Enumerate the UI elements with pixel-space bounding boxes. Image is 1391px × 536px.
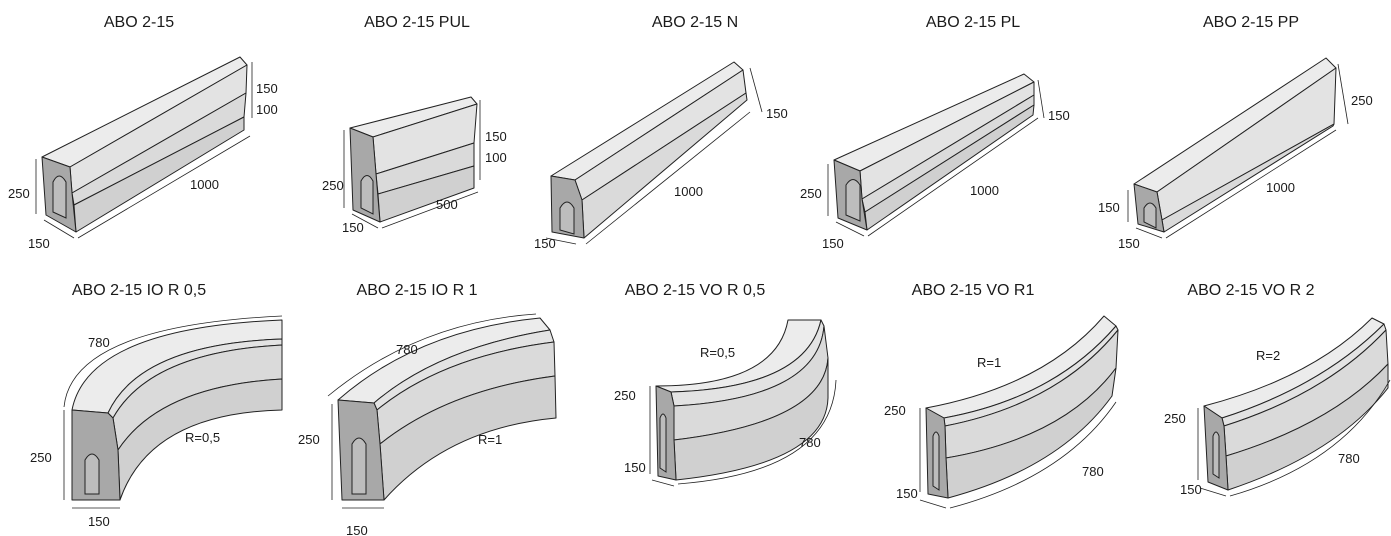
dim-radius: R=1 xyxy=(977,355,1001,370)
straight-curb-drawing: 150 100 1000 250 150 xyxy=(8,56,278,251)
dim-height-lower: 100 xyxy=(485,150,507,165)
dim-arc-length: 780 xyxy=(1338,451,1360,466)
product-title: ABO 2-15 IO R 1 xyxy=(356,282,478,299)
dim-arc-length: 780 xyxy=(88,335,110,350)
product-abo-2-15-n: ABO 2-15 N 150 1000 150 xyxy=(534,0,834,268)
dim-length: 1000 xyxy=(1266,180,1295,195)
outer-curve-r1-curb-drawing: R=1 250 150 780 xyxy=(884,315,1119,509)
dim-width: 150 xyxy=(1180,482,1202,497)
dim-height: 250 xyxy=(322,178,344,193)
dim-height-upper: 150 xyxy=(485,129,507,144)
low-curb-drawing: 150 1000 150 xyxy=(534,61,788,251)
product-abo-2-15-pp: ABO 2-15 PP 250 1000 150 150 xyxy=(1098,0,1390,268)
product-title: ABO 2-15 VO R1 xyxy=(911,282,1035,299)
dim-width: 150 xyxy=(822,236,844,251)
dim-height-end: 250 xyxy=(1351,93,1373,108)
product-title: ABO 2-15 VO R 2 xyxy=(1187,282,1315,299)
transition-curb-drawing: 150 1000 250 150 xyxy=(800,73,1070,251)
product-title: ABO 2-15 VO R 0,5 xyxy=(624,282,766,299)
dim-height: 150 xyxy=(766,106,788,121)
product-title: ABO 2-15 PP xyxy=(1202,14,1300,31)
dim-width: 150 xyxy=(28,236,50,251)
product-title: ABO 2-15 xyxy=(103,14,175,31)
transition-curb-pp-drawing: 250 1000 150 150 xyxy=(1098,57,1373,251)
dim-length: 1000 xyxy=(970,183,999,198)
dim-width: 150 xyxy=(896,486,918,501)
dim-height-end: 250 xyxy=(800,186,822,201)
dim-height: 250 xyxy=(8,186,30,201)
dim-arc-length: 780 xyxy=(396,342,418,357)
dim-width: 150 xyxy=(346,523,368,536)
dim-width: 150 xyxy=(1118,236,1140,251)
product-title: ABO 2-15 IO R 0,5 xyxy=(71,282,207,299)
outer-curve-r2-curb-drawing: R=2 250 150 780 xyxy=(1164,317,1391,497)
product-abo-2-15-vo-r-2: ABO 2-15 VO R 2 R=2 250 150 780 xyxy=(1112,268,1391,536)
dim-height: 250 xyxy=(30,450,52,465)
dim-height: 150 xyxy=(1048,108,1070,123)
dim-arc-length: 780 xyxy=(1082,464,1104,479)
product-abo-2-15-io-r-1: ABO 2-15 IO R 1 780 250 R=1 150 xyxy=(278,268,557,536)
half-curb-drawing: 150 100 500 250 150 xyxy=(322,96,507,235)
product-title: ABO 2-15 N xyxy=(651,14,739,31)
dim-height-upper: 150 xyxy=(256,81,278,96)
dim-height: 150 xyxy=(1098,200,1120,215)
dim-radius: R=2 xyxy=(1256,348,1280,363)
dim-height: 250 xyxy=(884,403,906,418)
dim-width: 150 xyxy=(624,460,646,475)
dim-radius: R=0,5 xyxy=(185,430,220,445)
dim-radius: R=1 xyxy=(478,432,502,447)
dim-height: 250 xyxy=(614,388,636,403)
dim-radius: R=0,5 xyxy=(700,345,735,360)
dim-length: 500 xyxy=(436,197,458,212)
product-abo-2-15-io-r-0-5: ABO 2-15 IO R 0,5 780 250 R=0,5 150 xyxy=(0,268,283,536)
product-title: ABO 2-15 PUL xyxy=(364,14,470,31)
dim-arc-length: 780 xyxy=(799,435,821,450)
product-abo-2-15-pul: ABO 2-15 PUL 150 100 500 250 150 xyxy=(278,0,556,268)
dim-height-lower: 100 xyxy=(256,102,278,117)
product-title: ABO 2-15 PL xyxy=(925,14,1021,31)
dim-height: 250 xyxy=(1164,411,1186,426)
product-abo-2-15: ABO 2-15 150 100 1000 250 150 xyxy=(0,0,278,268)
inner-curve-curb-drawing: 780 250 R=0,5 150 xyxy=(30,315,283,529)
dim-length: 1000 xyxy=(190,177,219,192)
product-abo-2-15-vo-r-0-5: ABO 2-15 VO R 0,5 R=0,5 250 150 780 xyxy=(556,268,837,536)
dim-width: 150 xyxy=(342,220,364,235)
dim-width: 150 xyxy=(534,236,556,251)
outer-curve-curb-drawing: R=0,5 250 150 780 xyxy=(614,319,837,487)
dim-length: 1000 xyxy=(674,184,703,199)
product-abo-2-15-vo-r1: ABO 2-15 VO R1 R=1 250 150 780 xyxy=(834,268,1119,536)
product-abo-2-15-pl: ABO 2-15 PL 150 1000 250 150 xyxy=(800,0,1112,268)
dim-width: 150 xyxy=(88,514,110,529)
dim-height: 250 xyxy=(298,432,320,447)
inner-curve-r1-curb-drawing: 780 250 R=1 150 xyxy=(298,313,557,536)
